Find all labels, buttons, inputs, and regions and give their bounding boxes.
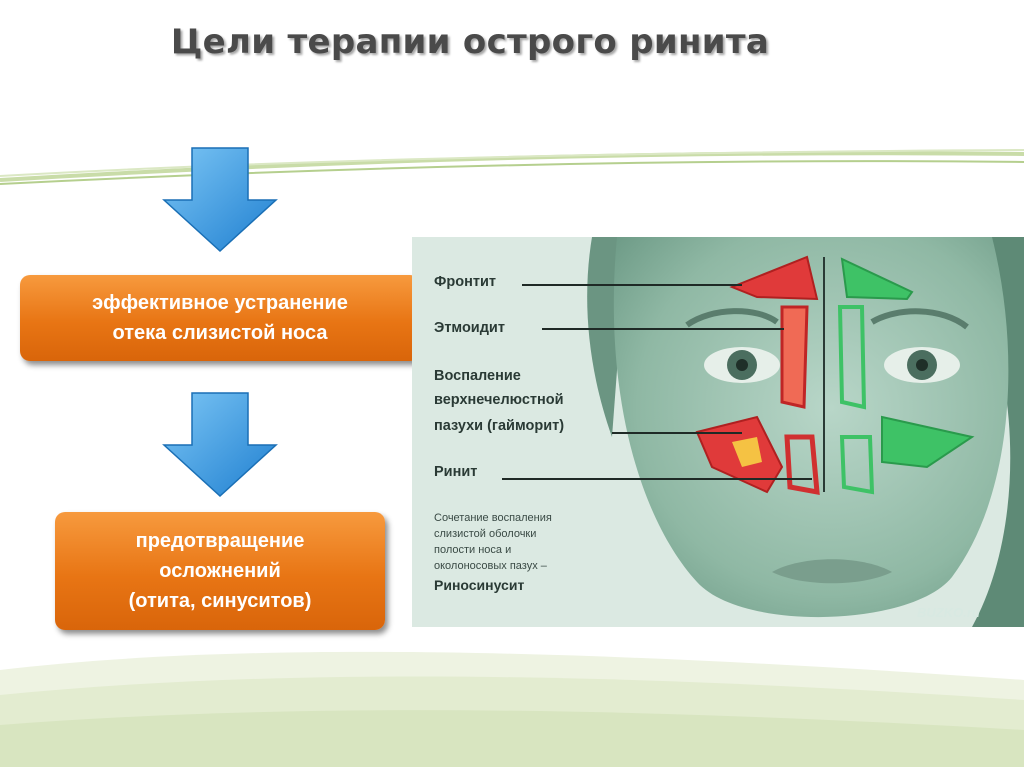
sinus-illustration: Фронтит Этмоидит Воспаление верхнечелюст…: [412, 237, 1024, 627]
caption-line: Сочетание воспаления: [434, 512, 552, 524]
face-sinus-drawing: [412, 237, 1024, 627]
label-maxillary-line3: пазухи (гайморит): [434, 418, 565, 434]
goal-line: (отита, синуситов): [128, 590, 312, 612]
goal-box-complications: предотвращение осложнений (отита, синуси…: [55, 512, 385, 630]
caption-line: слизистой оболочки: [434, 528, 537, 540]
watermark: BUZKO.ru: [917, 605, 980, 620]
decorative-swoosh: [0, 149, 1024, 185]
goal-line: предотвращение: [135, 530, 305, 552]
down-arrow-icon: [162, 392, 278, 498]
caption-term: Риносинусит: [434, 577, 525, 593]
slide-title: Цели терапии острого ринита: [170, 22, 770, 62]
label-maxillary-line1: Воспаление: [434, 368, 521, 384]
caption-line: околоносовых пазух –: [434, 560, 547, 572]
goal-box-edema: эффективное устранение отека слизистой н…: [20, 275, 420, 361]
goal-line: эффективное устранение: [92, 292, 348, 314]
label-ethmoiditis: Этмоидит: [434, 320, 505, 336]
label-frontitis: Фронтит: [434, 274, 496, 290]
label-rhinitis: Ринит: [434, 464, 478, 480]
down-arrow-icon: [162, 147, 278, 253]
label-maxillary-line2: верхнечелюстной: [434, 392, 564, 408]
goal-line: отека слизистой носа: [112, 322, 328, 344]
decorative-bottom-waves: [0, 651, 1024, 767]
goal-line: осложнений: [159, 560, 281, 582]
caption-line: полости носа и: [434, 544, 512, 556]
